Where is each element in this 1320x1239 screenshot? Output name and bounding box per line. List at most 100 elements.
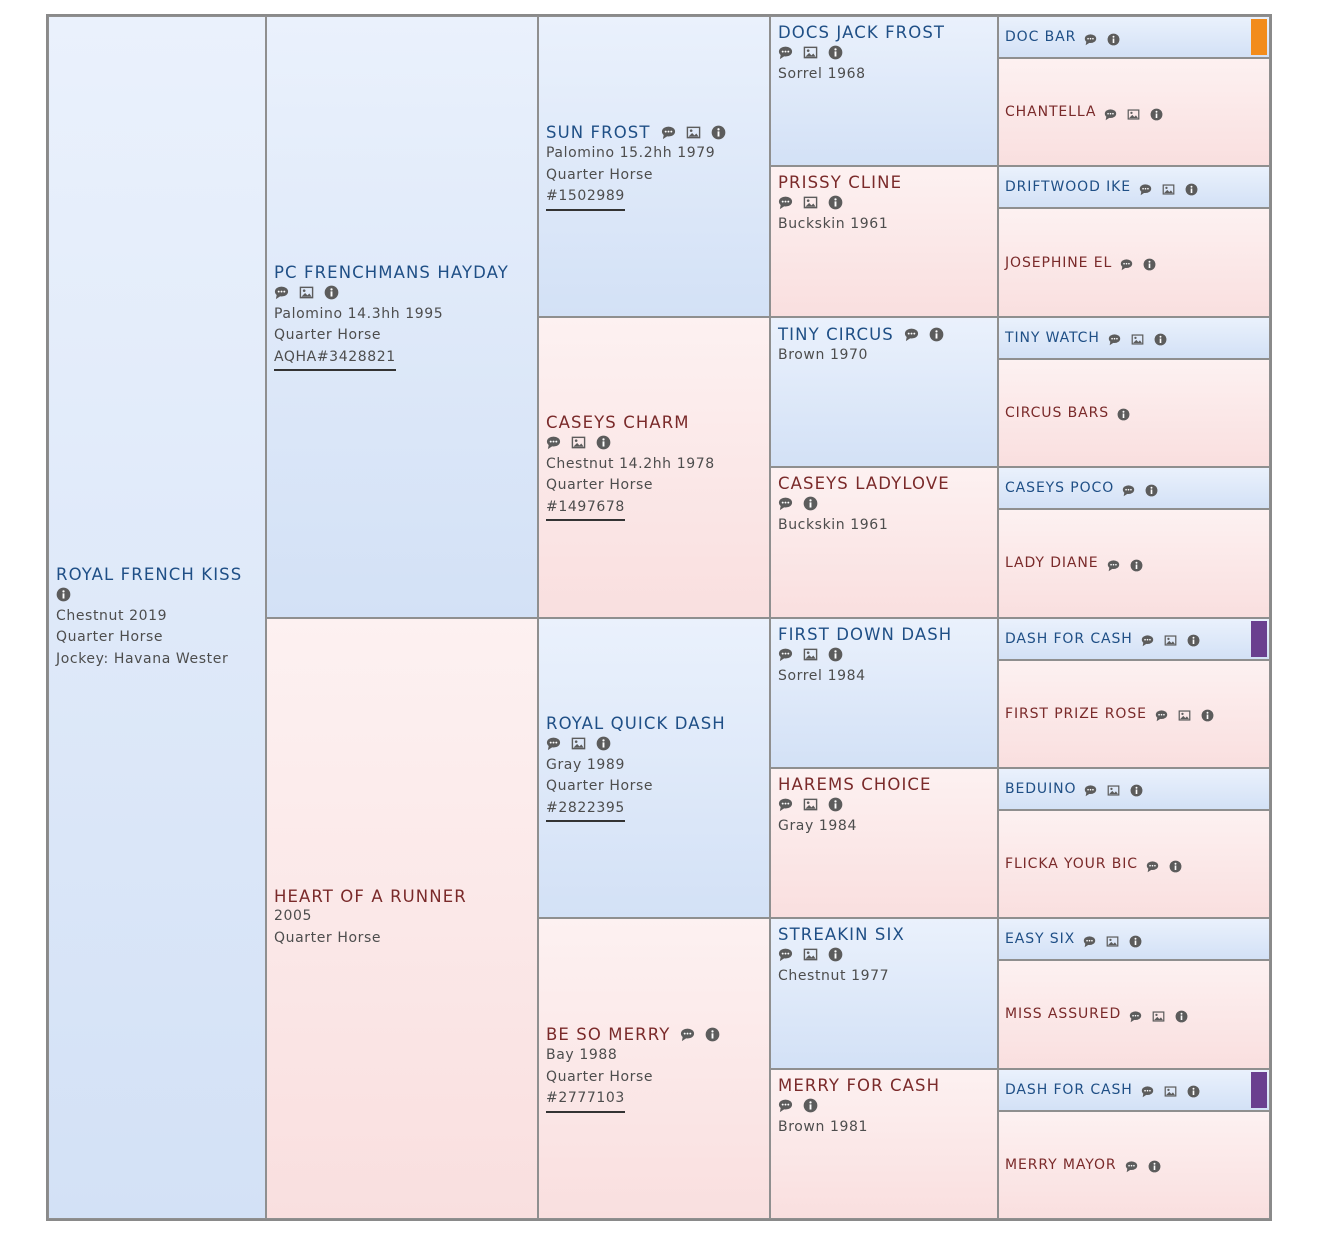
comment-icon[interactable] — [1120, 256, 1133, 271]
photo-icon[interactable] — [1106, 933, 1119, 947]
comment-icon[interactable] — [778, 1098, 793, 1113]
horse-card-josephine-el[interactable]: JOSEPHINE EL — [998, 208, 1270, 317]
horse-name[interactable]: STREAKIN SIX — [778, 925, 905, 945]
horse-name[interactable]: PC FRENCHMANS HAYDAY — [274, 262, 509, 282]
horse-name[interactable]: CASEYS POCO — [1005, 480, 1115, 497]
comment-icon[interactable] — [661, 125, 676, 140]
horse-card-caseys-poco[interactable]: CASEYS POCO — [998, 467, 1270, 510]
comment-icon[interactable] — [1084, 782, 1097, 797]
comment-icon[interactable] — [778, 496, 793, 511]
photo-icon[interactable] — [1178, 707, 1191, 721]
horse-name[interactable]: MERRY MAYOR — [1005, 1156, 1117, 1173]
photo-icon[interactable] — [803, 45, 818, 60]
photo-icon[interactable] — [571, 736, 586, 751]
horse-name[interactable]: FLICKA YOUR BIC — [1005, 856, 1138, 873]
horse-card-chantella[interactable]: CHANTELLA — [998, 58, 1270, 167]
info-icon[interactable] — [1201, 707, 1214, 722]
info-icon[interactable] — [596, 736, 611, 751]
horse-name[interactable]: DASH FOR CASH — [1005, 630, 1133, 647]
photo-icon[interactable] — [571, 435, 586, 450]
photo-icon[interactable] — [1164, 1083, 1177, 1097]
horse-card-dash-for-cash[interactable]: DASH FOR CASH — [998, 617, 1270, 660]
info-icon[interactable] — [1187, 1083, 1200, 1098]
horse-card-merry-mayor[interactable]: MERRY MAYOR — [998, 1110, 1270, 1219]
comment-icon[interactable] — [1083, 933, 1096, 947]
comment-icon[interactable] — [1141, 632, 1154, 647]
horse-card-lady-diane[interactable]: LADY DIANE — [998, 509, 1270, 618]
info-icon[interactable] — [1145, 482, 1158, 497]
horse-name[interactable]: SUN FROST — [546, 123, 651, 143]
horse-name[interactable]: CASEYS LADYLOVE — [778, 474, 950, 494]
photo-icon[interactable] — [1152, 1008, 1165, 1022]
horse-name[interactable]: PRISSY CLINE — [778, 173, 903, 193]
horse-name[interactable]: HEART OF A RUNNER — [274, 887, 467, 907]
comment-icon[interactable] — [1129, 1008, 1142, 1023]
info-icon[interactable] — [1169, 858, 1182, 872]
horse-card-miss-assured[interactable]: MISS ASSURED — [998, 960, 1270, 1069]
info-icon[interactable] — [1130, 782, 1143, 797]
comment-icon[interactable] — [1108, 331, 1121, 346]
info-icon[interactable] — [1117, 406, 1130, 421]
photo-icon[interactable] — [1107, 782, 1120, 796]
photo-icon[interactable] — [1127, 106, 1140, 120]
info-icon[interactable] — [828, 947, 843, 962]
photo-icon[interactable] — [299, 285, 314, 300]
horse-name[interactable]: TINY WATCH — [1005, 329, 1100, 346]
horse-name[interactable]: DOCS JACK FROST — [778, 23, 946, 42]
comment-icon[interactable] — [778, 647, 793, 662]
horse-card-doc-bar[interactable]: DOC BAR — [998, 16, 1270, 58]
comment-icon[interactable] — [1104, 106, 1117, 120]
horse-card-first-prize-rose[interactable]: FIRST PRIZE ROSE — [998, 659, 1270, 768]
info-icon[interactable] — [803, 1098, 818, 1113]
comment-icon[interactable] — [1122, 482, 1135, 496]
info-icon[interactable] — [1150, 106, 1163, 121]
info-icon[interactable] — [711, 125, 726, 140]
comment-icon[interactable] — [1141, 1083, 1154, 1098]
info-icon[interactable] — [828, 647, 843, 662]
info-icon[interactable] — [1148, 1158, 1161, 1173]
comment-icon[interactable] — [1125, 1158, 1138, 1173]
photo-icon[interactable] — [686, 125, 701, 140]
photo-icon[interactable] — [1164, 632, 1177, 646]
horse-name[interactable]: EASY SIX — [1005, 931, 1076, 948]
horse-name[interactable]: ROYAL QUICK DASH — [546, 713, 726, 733]
horse-card-flicka-your-bic[interactable]: FLICKA YOUR BIC — [998, 809, 1270, 919]
comment-icon[interactable] — [1139, 181, 1152, 196]
photo-icon[interactable] — [803, 947, 818, 962]
horse-card-beduino[interactable]: BEDUINO — [998, 767, 1270, 810]
info-icon[interactable] — [1185, 181, 1198, 196]
horse-name[interactable]: HAREMS CHOICE — [778, 774, 932, 794]
photo-icon[interactable] — [1162, 181, 1175, 195]
info-icon[interactable] — [56, 587, 71, 602]
info-icon[interactable] — [1129, 933, 1142, 948]
horse-name[interactable]: MISS ASSURED — [1005, 1006, 1122, 1023]
horse-name[interactable]: ROYAL FRENCH KISS — [56, 564, 243, 584]
comment-icon[interactable] — [778, 947, 793, 962]
comment-icon[interactable] — [778, 45, 793, 60]
comment-icon[interactable] — [1084, 31, 1097, 45]
horse-name[interactable]: BE SO MERRY — [546, 1025, 671, 1045]
comment-icon[interactable] — [1155, 707, 1168, 722]
photo-icon[interactable] — [803, 647, 818, 662]
info-icon[interactable] — [1154, 331, 1167, 346]
horse-name[interactable]: BEDUINO — [1005, 780, 1077, 797]
photo-icon[interactable] — [1131, 331, 1144, 345]
horse-name[interactable]: DOC BAR — [1005, 29, 1077, 45]
info-icon[interactable] — [828, 195, 843, 210]
comment-icon[interactable] — [546, 736, 561, 751]
info-icon[interactable] — [1187, 632, 1200, 647]
horse-name[interactable]: DASH FOR CASH — [1005, 1081, 1133, 1098]
comment-icon[interactable] — [274, 285, 289, 300]
info-icon[interactable] — [1143, 256, 1156, 271]
horse-name[interactable]: MERRY FOR CASH — [778, 1075, 941, 1095]
horse-name[interactable]: DRIFTWOOD IKE — [1005, 179, 1131, 196]
info-icon[interactable] — [929, 327, 944, 342]
horse-name[interactable]: TINY CIRCUS — [778, 324, 894, 344]
